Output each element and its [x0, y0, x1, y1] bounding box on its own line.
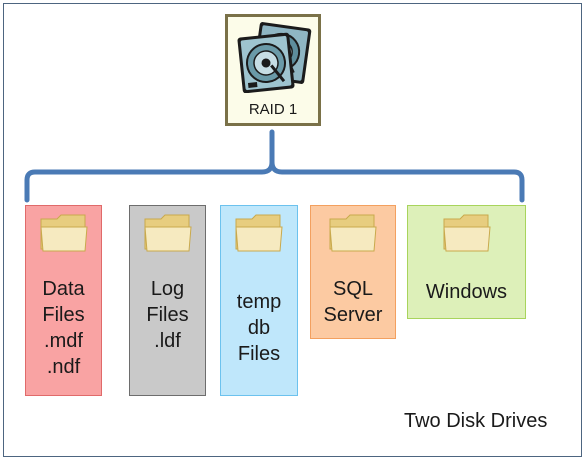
- raid-box: RAID 1: [225, 14, 321, 126]
- folder-icon: [442, 214, 491, 252]
- tile-label: SQL Server: [323, 278, 383, 326]
- tile-log-files: Log Files .ldf: [129, 205, 206, 396]
- tile-data-files: Data Files .mdf .ndf: [25, 205, 102, 396]
- folder-icon: [143, 214, 192, 252]
- tile-tempdb-files: temp db Files: [220, 205, 298, 396]
- hard-disk-drives-icon: [237, 22, 312, 93]
- diagram-caption: Two Disk Drives: [404, 410, 548, 432]
- tile-label: Data Files .mdf .ndf: [42, 278, 85, 378]
- tile-label: Windows: [425, 281, 508, 303]
- tile-sql-server: SQL Server: [310, 205, 396, 339]
- tile-windows: Windows: [407, 205, 526, 319]
- tile-label: Log Files .ldf: [146, 278, 189, 352]
- folder-icon: [235, 214, 283, 252]
- raid-label: RAID 1: [248, 101, 298, 118]
- tile-label: temp db Files: [236, 291, 282, 365]
- folder-icon: [329, 214, 377, 252]
- folder-icon: [39, 214, 88, 252]
